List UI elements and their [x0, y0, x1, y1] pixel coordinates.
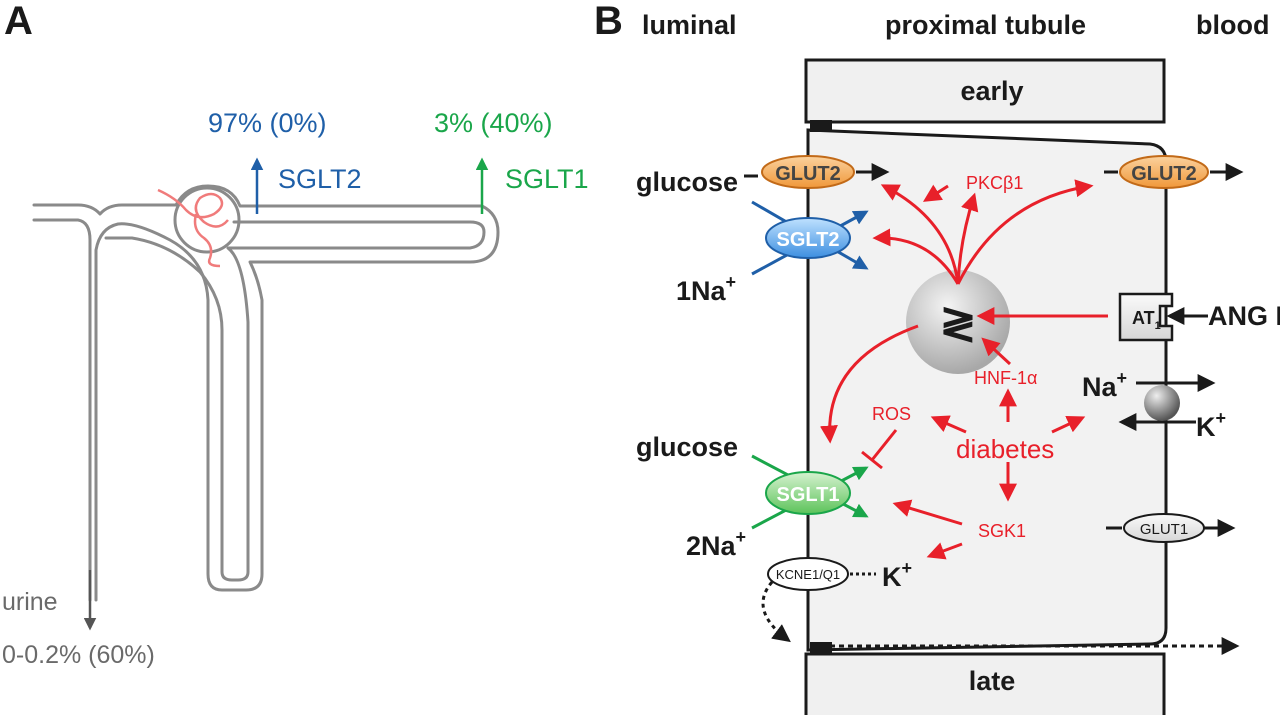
tubule-inner-wall: [32, 218, 486, 602]
gene-symbol: ≷: [940, 299, 977, 348]
k-pump-label: K+: [1196, 408, 1226, 442]
glut2-left-label: GLUT2: [775, 163, 841, 185]
regulation-arrows: [819, 179, 1108, 560]
late-segment: [804, 652, 1166, 715]
glut2-right-transporter: [1119, 155, 1209, 189]
diabetes-to-ros-arrow: [930, 415, 967, 434]
glomerulus: [157, 186, 241, 268]
header-blood: blood: [1196, 10, 1269, 40]
sglt1-label-b: SGLT1: [777, 484, 840, 506]
ang-ii-label: ANG II: [1208, 301, 1280, 331]
glut1-label: GLUT1: [1140, 521, 1188, 538]
tubule-outer-wall: [32, 184, 500, 602]
tight-junction-bottom: [810, 642, 832, 654]
reg-arrow-sglt2: [872, 228, 960, 285]
capillary-tuft: [157, 188, 229, 268]
early-label: early: [960, 76, 1023, 106]
na-top-label: 1Na+: [676, 272, 736, 306]
glucose-top-label: glucose: [636, 167, 738, 197]
at1-receptor: [1118, 292, 1174, 342]
diabetes-to-pump-arrow: [1051, 415, 1086, 434]
pkc-arrow-left: [922, 184, 949, 202]
urine-percent-label: 0-0.2% (60%): [2, 641, 155, 669]
kcne-dotted-curve: [761, 581, 791, 643]
tubule-cell: [806, 128, 1168, 652]
panel-b-letter: B: [594, 0, 623, 43]
sphere-to-sglt1-arrow: [819, 324, 919, 444]
hnf-to-sphere-arrow: [981, 337, 1012, 366]
at1-label: AT1: [1132, 308, 1161, 332]
glut1-transporter: [1123, 513, 1205, 543]
glut2-left-transporter: [761, 155, 855, 189]
nephron-tubule: [32, 184, 500, 602]
late-label: late: [969, 666, 1016, 696]
bowman-capsule: [173, 186, 241, 254]
header-proximal-tubule: proximal tubule: [885, 10, 1086, 40]
sglt1-transporter: [765, 471, 851, 515]
kcne-channel: [767, 557, 849, 591]
reg-arrow-glut2-left: [880, 184, 960, 285]
kcne-label: KCNE1/Q1: [776, 567, 840, 582]
panel-a-letter: A: [4, 0, 33, 43]
early-segment: [804, 58, 1166, 124]
na-k-pump: [1144, 385, 1180, 421]
sglt1-percent-label: 3% (40%): [434, 108, 553, 138]
na-bottom-label: 2Na+: [686, 527, 746, 561]
sglt2-percent-label: 97% (0%): [208, 108, 327, 138]
na-pump-label: Na+: [1082, 368, 1127, 402]
sglt2-transporter: [765, 217, 851, 259]
reg-arrow-glut2-right: [956, 179, 1094, 285]
tight-junction-top: [810, 120, 832, 132]
urine-label: urine: [2, 588, 58, 616]
pkc-label: PKCβ1: [966, 173, 1023, 193]
glucose-bottom-label: glucose: [636, 432, 738, 462]
sgk1-label: SGK1: [978, 521, 1026, 541]
sglt2-label-b: SGLT2: [777, 229, 840, 251]
header-luminal: luminal: [642, 10, 737, 40]
ros-label: ROS: [872, 404, 911, 424]
ros-inhibition-line: [870, 429, 898, 461]
ros-inhibition-bar: [861, 450, 883, 470]
sgk-to-k-arrow: [926, 542, 963, 560]
glut2-right-label: GLUT2: [1131, 163, 1197, 185]
diabetes-label: diabetes: [956, 434, 1054, 464]
sglt1-label-a: SGLT1: [505, 164, 589, 194]
panel-b: B luminal proximal tubule blood early la…: [594, 0, 1280, 715]
panel-a: A 97% (0%) SGLT2 3% (40%) SGLT1 urine 0-…: [2, 0, 589, 669]
sgk-to-sglt1-arrow: [892, 499, 963, 526]
sglt2-label-a: SGLT2: [278, 164, 362, 194]
k-channel-label: K+: [882, 558, 912, 592]
reg-arrow-pkc: [956, 192, 979, 285]
hnf-label: HNF-1α: [974, 368, 1037, 388]
